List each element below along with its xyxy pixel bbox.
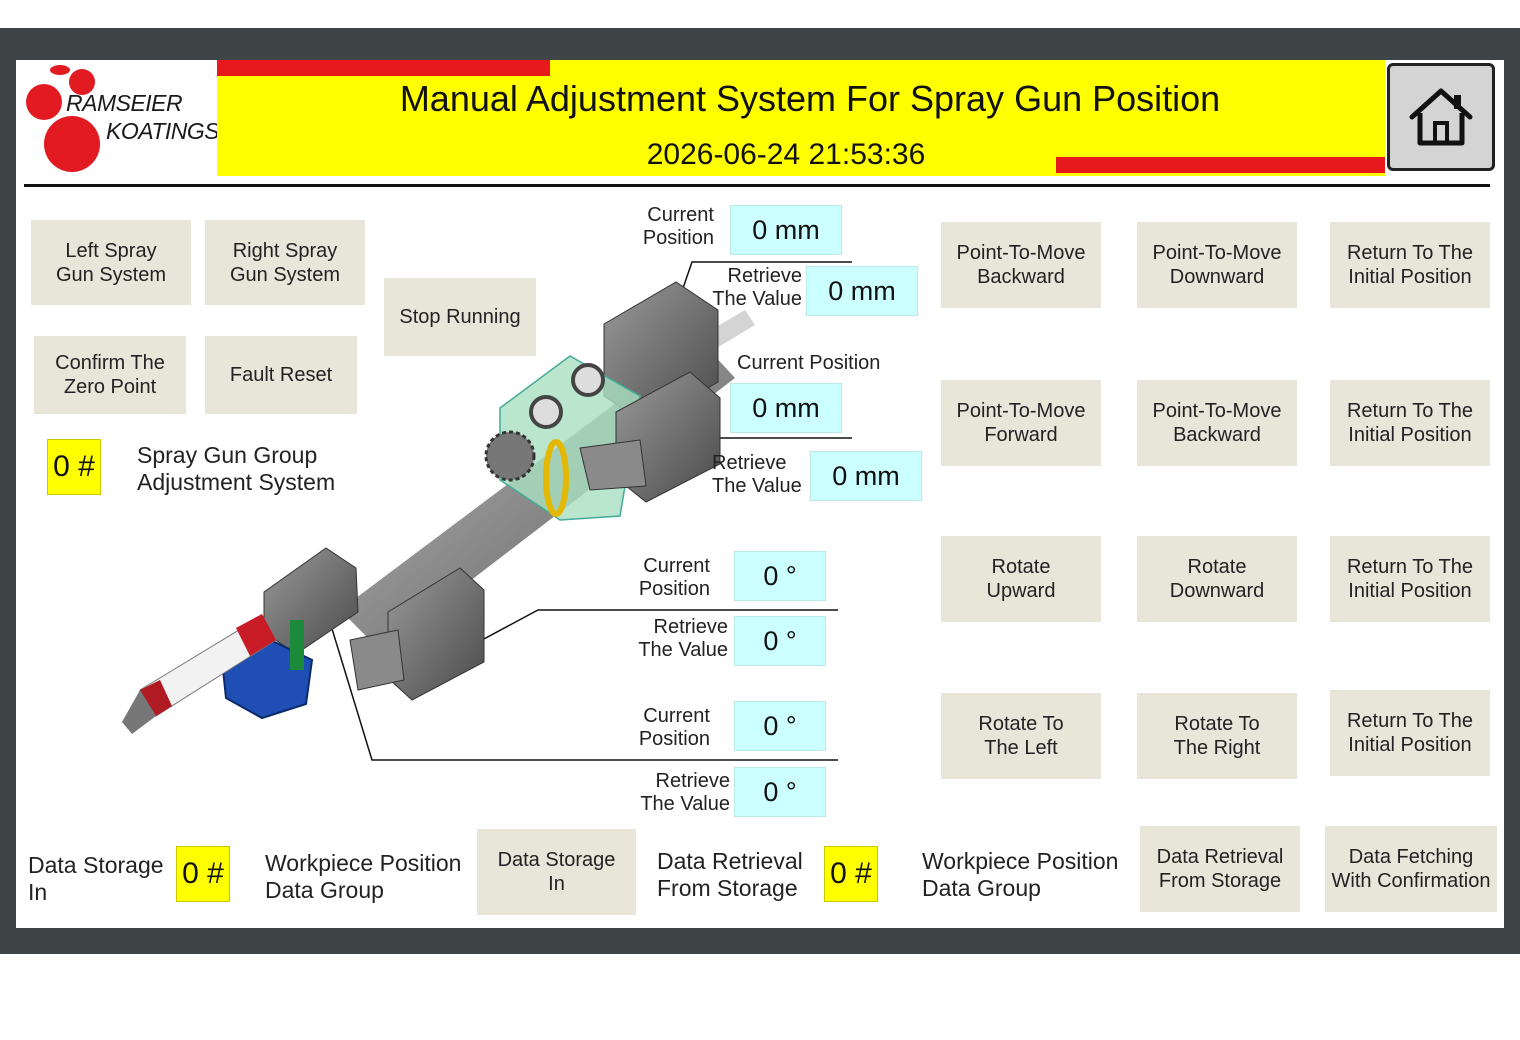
confirm-zero-point-button[interactable]: Confirm The Zero Point xyxy=(34,336,186,414)
retrieve-value-label: Retrieve The Value xyxy=(712,452,802,497)
current-position-label: Current Position xyxy=(642,204,714,249)
workpiece-position-label: Workpiece Position Data Group xyxy=(922,848,1119,901)
left-spray-gun-system-button[interactable]: Left Spray Gun System xyxy=(31,220,191,305)
rotate-downward-button[interactable]: Rotate Downward xyxy=(1137,536,1297,622)
company-logo: RAMSEIER KOATINGS xyxy=(20,62,220,178)
logo-text-line1: RAMSEIER xyxy=(66,90,183,116)
retrieve-value-field[interactable]: 0 mm xyxy=(810,451,922,501)
title-accent-bottom xyxy=(1056,157,1385,173)
current-position-value: 0 mm xyxy=(730,205,842,255)
retrieve-angle-field[interactable]: 0 ° xyxy=(734,767,826,817)
data-fetch-confirm-button[interactable]: Data Fetching With Confirmation xyxy=(1325,826,1497,912)
return-initial-position-button[interactable]: Return To The Initial Position xyxy=(1330,690,1490,776)
current-angle-value: 0 ° xyxy=(734,701,826,751)
point-move-backward-button[interactable]: Point-To-Move Backward xyxy=(1137,380,1297,466)
rotate-left-button[interactable]: Rotate To The Left xyxy=(941,693,1101,779)
current-angle-label: Current Position xyxy=(638,705,710,750)
page-title: Manual Adjustment System For Spray Gun P… xyxy=(399,78,1221,119)
stop-running-button[interactable]: Stop Running xyxy=(384,278,536,356)
rotate-right-button[interactable]: Rotate To The Right xyxy=(1137,693,1297,779)
title-bar xyxy=(217,60,1385,176)
return-initial-position-button[interactable]: Return To The Initial Position xyxy=(1330,380,1490,466)
retrieval-group-number-input[interactable]: 0 # xyxy=(824,846,878,902)
spray-gun-group-number-input[interactable]: 0 # xyxy=(47,439,101,495)
return-initial-position-button[interactable]: Return To The Initial Position xyxy=(1330,222,1490,308)
rotate-upward-button[interactable]: Rotate Upward xyxy=(941,536,1101,622)
data-storage-in-label: Data Storage In xyxy=(28,852,164,905)
home-icon xyxy=(1409,88,1473,146)
current-angle-label: Current Position xyxy=(638,555,710,600)
point-move-downward-button[interactable]: Point-To-Move Downward xyxy=(1137,222,1297,308)
data-retrieval-label: Data Retrieval From Storage xyxy=(657,848,803,901)
data-retrieval-button[interactable]: Data Retrieval From Storage xyxy=(1140,826,1300,912)
return-initial-position-button[interactable]: Return To The Initial Position xyxy=(1330,536,1490,622)
home-button[interactable] xyxy=(1387,63,1495,171)
storage-group-number-input[interactable]: 0 # xyxy=(176,846,230,902)
right-spray-gun-system-button[interactable]: Right Spray Gun System xyxy=(205,220,365,305)
retrieve-angle-label: Retrieve The Value xyxy=(638,616,728,661)
point-move-forward-button[interactable]: Point-To-Move Forward xyxy=(941,380,1101,466)
retrieve-value-label: Retrieve The Value xyxy=(712,265,802,310)
retrieve-angle-label: Retrieve The Value xyxy=(640,770,730,815)
current-position-label: Current Position xyxy=(737,352,881,374)
workpiece-position-label: Workpiece Position Data Group xyxy=(265,850,462,903)
title-accent-top xyxy=(217,60,550,76)
current-position-value: 0 mm xyxy=(730,383,842,433)
fault-reset-button[interactable]: Fault Reset xyxy=(205,336,357,414)
spray-gun-group-label: Spray Gun Group Adjustment System xyxy=(137,442,336,495)
current-angle-value: 0 ° xyxy=(734,551,826,601)
data-storage-in-button[interactable]: Data Storage In xyxy=(477,829,636,915)
header-divider xyxy=(24,184,1490,187)
point-move-backward-button[interactable]: Point-To-Move Backward xyxy=(941,222,1101,308)
logo-dots-graphic xyxy=(26,65,100,172)
logo-text-line2: KOATINGS xyxy=(106,118,220,144)
retrieve-angle-field[interactable]: 0 ° xyxy=(734,616,826,666)
datetime-display: 2026-06-24 21:53:36 xyxy=(646,138,926,171)
retrieve-value-field[interactable]: 0 mm xyxy=(806,266,918,316)
